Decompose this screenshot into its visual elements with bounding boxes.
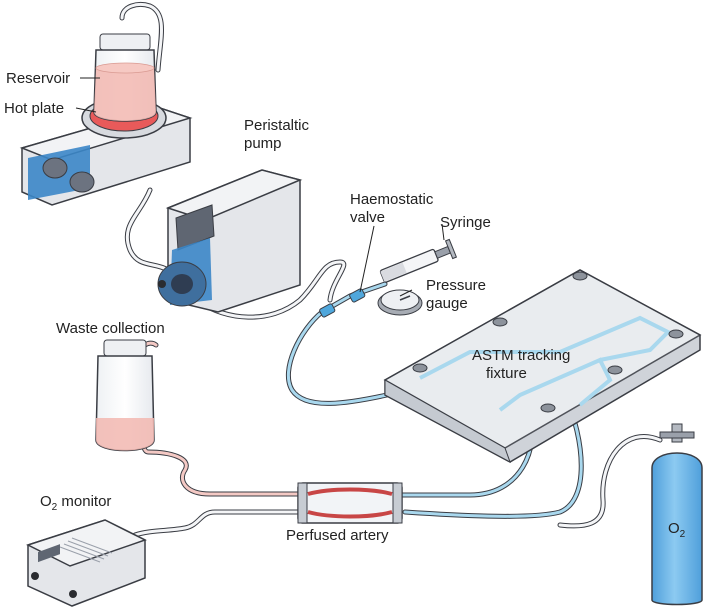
label-perfused-artery: Perfused artery <box>286 527 389 544</box>
label-peristaltic-pump-line2: pump <box>244 135 282 152</box>
label-waste-collection: Waste collection <box>56 320 165 337</box>
label-syringe: Syringe <box>440 214 491 231</box>
label-pressure-gauge-line2: gauge <box>426 295 468 312</box>
label-peristaltic-pump: Peristaltic pump <box>244 117 309 153</box>
label-o2-tank-prefix: O <box>668 520 680 537</box>
label-pressure-gauge: Pressure gauge <box>426 277 486 313</box>
reservoir-bottle <box>93 33 157 122</box>
label-peristaltic-pump-line1: Peristaltic <box>244 117 310 134</box>
label-hot-plate: Hot plate <box>4 100 65 117</box>
label-o2-monitor: O2 monitor <box>40 493 111 517</box>
waste-collection-bottle <box>95 339 155 452</box>
label-o2-monitor-prefix: O <box>40 493 52 510</box>
peristaltic-pump <box>157 169 303 313</box>
label-haemostatic-valve: Haemostatic valve <box>350 191 433 227</box>
label-pressure-gauge-line1: Pressure <box>426 277 487 294</box>
label-astm-fixture-line2: fixture <box>486 365 527 382</box>
label-o2-monitor-subscript: 2 <box>51 502 58 513</box>
haemostatic-valve <box>319 288 366 318</box>
label-haemostatic-valve-line2: valve <box>350 209 386 226</box>
o2-monitor-device <box>26 519 147 607</box>
o2-gas-cylinder <box>651 423 703 606</box>
label-astm-tracking-fixture: ASTM tracking fixture <box>472 347 570 383</box>
label-o2-tank: O2 <box>668 520 685 544</box>
label-reservoir: Reservoir <box>6 70 71 87</box>
pressure-gauge <box>377 289 423 316</box>
label-o2-monitor-suffix: monitor <box>57 493 112 510</box>
syringe <box>379 238 458 283</box>
leader-lines <box>75 77 445 297</box>
perfused-artery-chamber <box>297 482 403 524</box>
astm-tracking-fixture <box>383 269 702 464</box>
label-astm-fixture-line1: ASTM tracking <box>472 347 571 364</box>
label-o2-tank-subscript: 2 <box>679 529 686 540</box>
label-haemostatic-valve-line1: Haemostatic <box>350 191 434 208</box>
